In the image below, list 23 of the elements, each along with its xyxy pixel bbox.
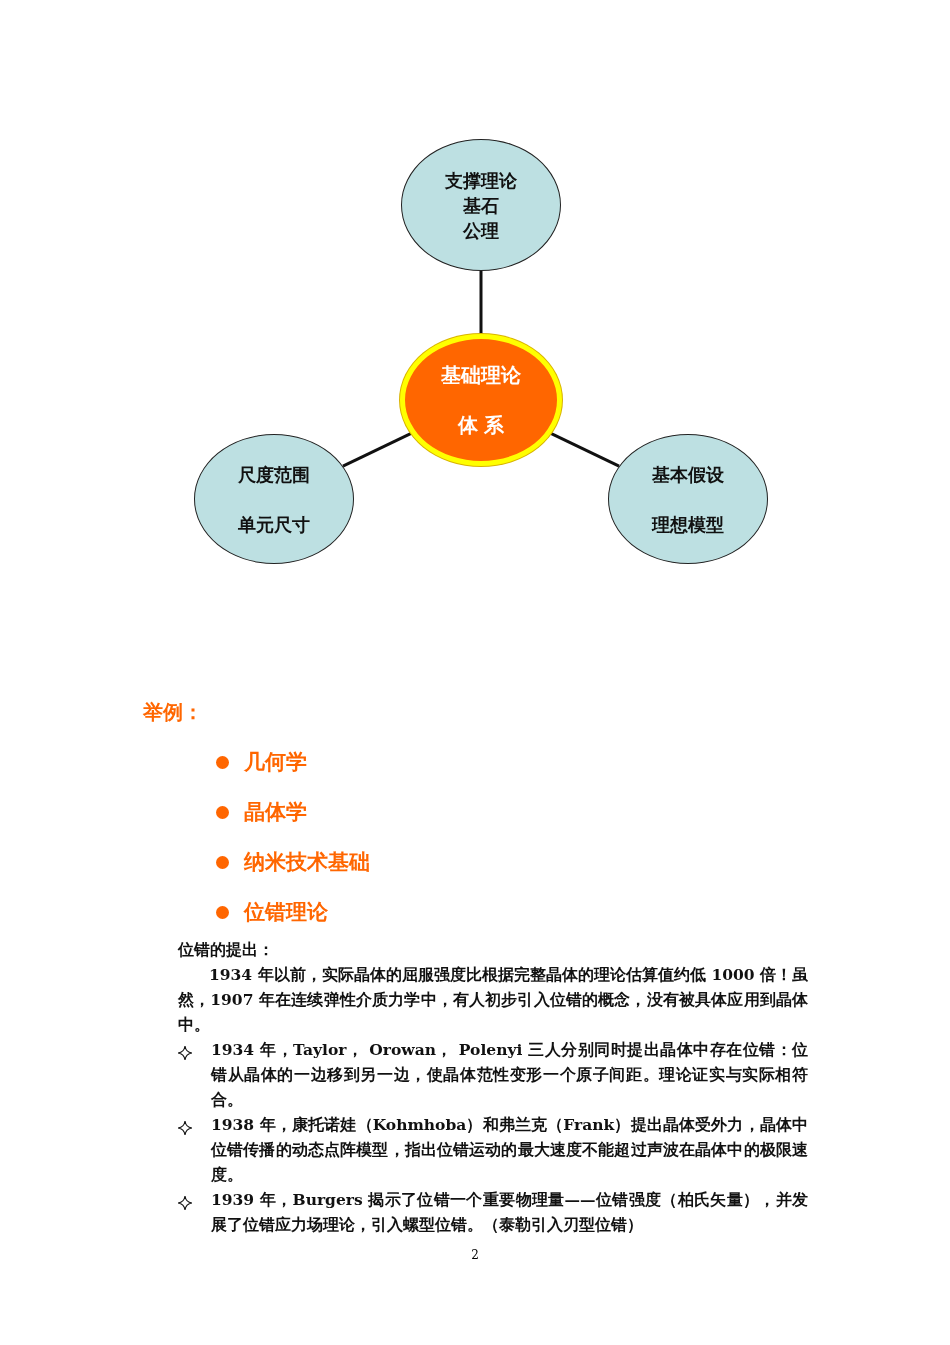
node-text: 体 系 xyxy=(457,412,505,438)
history-item: 1934 年，Taylor， Orowan， Polenyi 三人分别同时提出晶体中存在位错：位错从晶体的一边移到另一边，使晶体范性变形一个原子间距。理论证实与实际相符合。 xyxy=(211,1039,808,1111)
paragraph: 1934 年以前，实际晶体的屈服强度比根据完整晶体的理论估算值约低 1000 倍！虽然，1907 年在连续弹性介质力学中，有人初步引入位错的概念，没有被具体应用到晶体中。 xyxy=(178,964,808,1036)
node-text: 理想模型 xyxy=(652,512,724,537)
example-item: 纳米技术基础 xyxy=(244,848,370,876)
node-text: 基石 xyxy=(463,193,499,218)
node-text: 基本假设 xyxy=(652,462,724,487)
node-text: 公理 xyxy=(463,218,499,243)
page-number: 2 xyxy=(470,1248,480,1262)
node-text: 单元尺寸 xyxy=(238,512,310,537)
node-text: 尺度范围 xyxy=(238,462,310,487)
history-item: 1939 年，Burgers 揭示了位错一个重要物理量——位错强度（柏氏矢量），并发展了位错应力场理论，引入螺型位错。（泰勒引入刃型位错） xyxy=(211,1189,808,1236)
example-item: 几何学 xyxy=(244,748,307,776)
node-text: 基础理论 xyxy=(441,362,521,388)
example-item: 晶体学 xyxy=(244,798,307,826)
connector-line xyxy=(479,271,483,334)
node-text: 支撑理论 xyxy=(445,168,517,193)
example-item: 位错理论 xyxy=(244,898,328,926)
subheading: 位错的提出： xyxy=(178,939,275,961)
history-item: 1938 年，康托诺娃（Kohmhoba）和弗兰克（Frank）提出晶体受外力，晶体中位错传播的动态点阵模型，指出位错运动的最大速度不能超过声波在晶体中的极限速度。 xyxy=(211,1114,808,1186)
connector-line xyxy=(550,432,620,468)
section-heading: 举例： xyxy=(143,699,203,726)
connector-line xyxy=(342,432,412,468)
